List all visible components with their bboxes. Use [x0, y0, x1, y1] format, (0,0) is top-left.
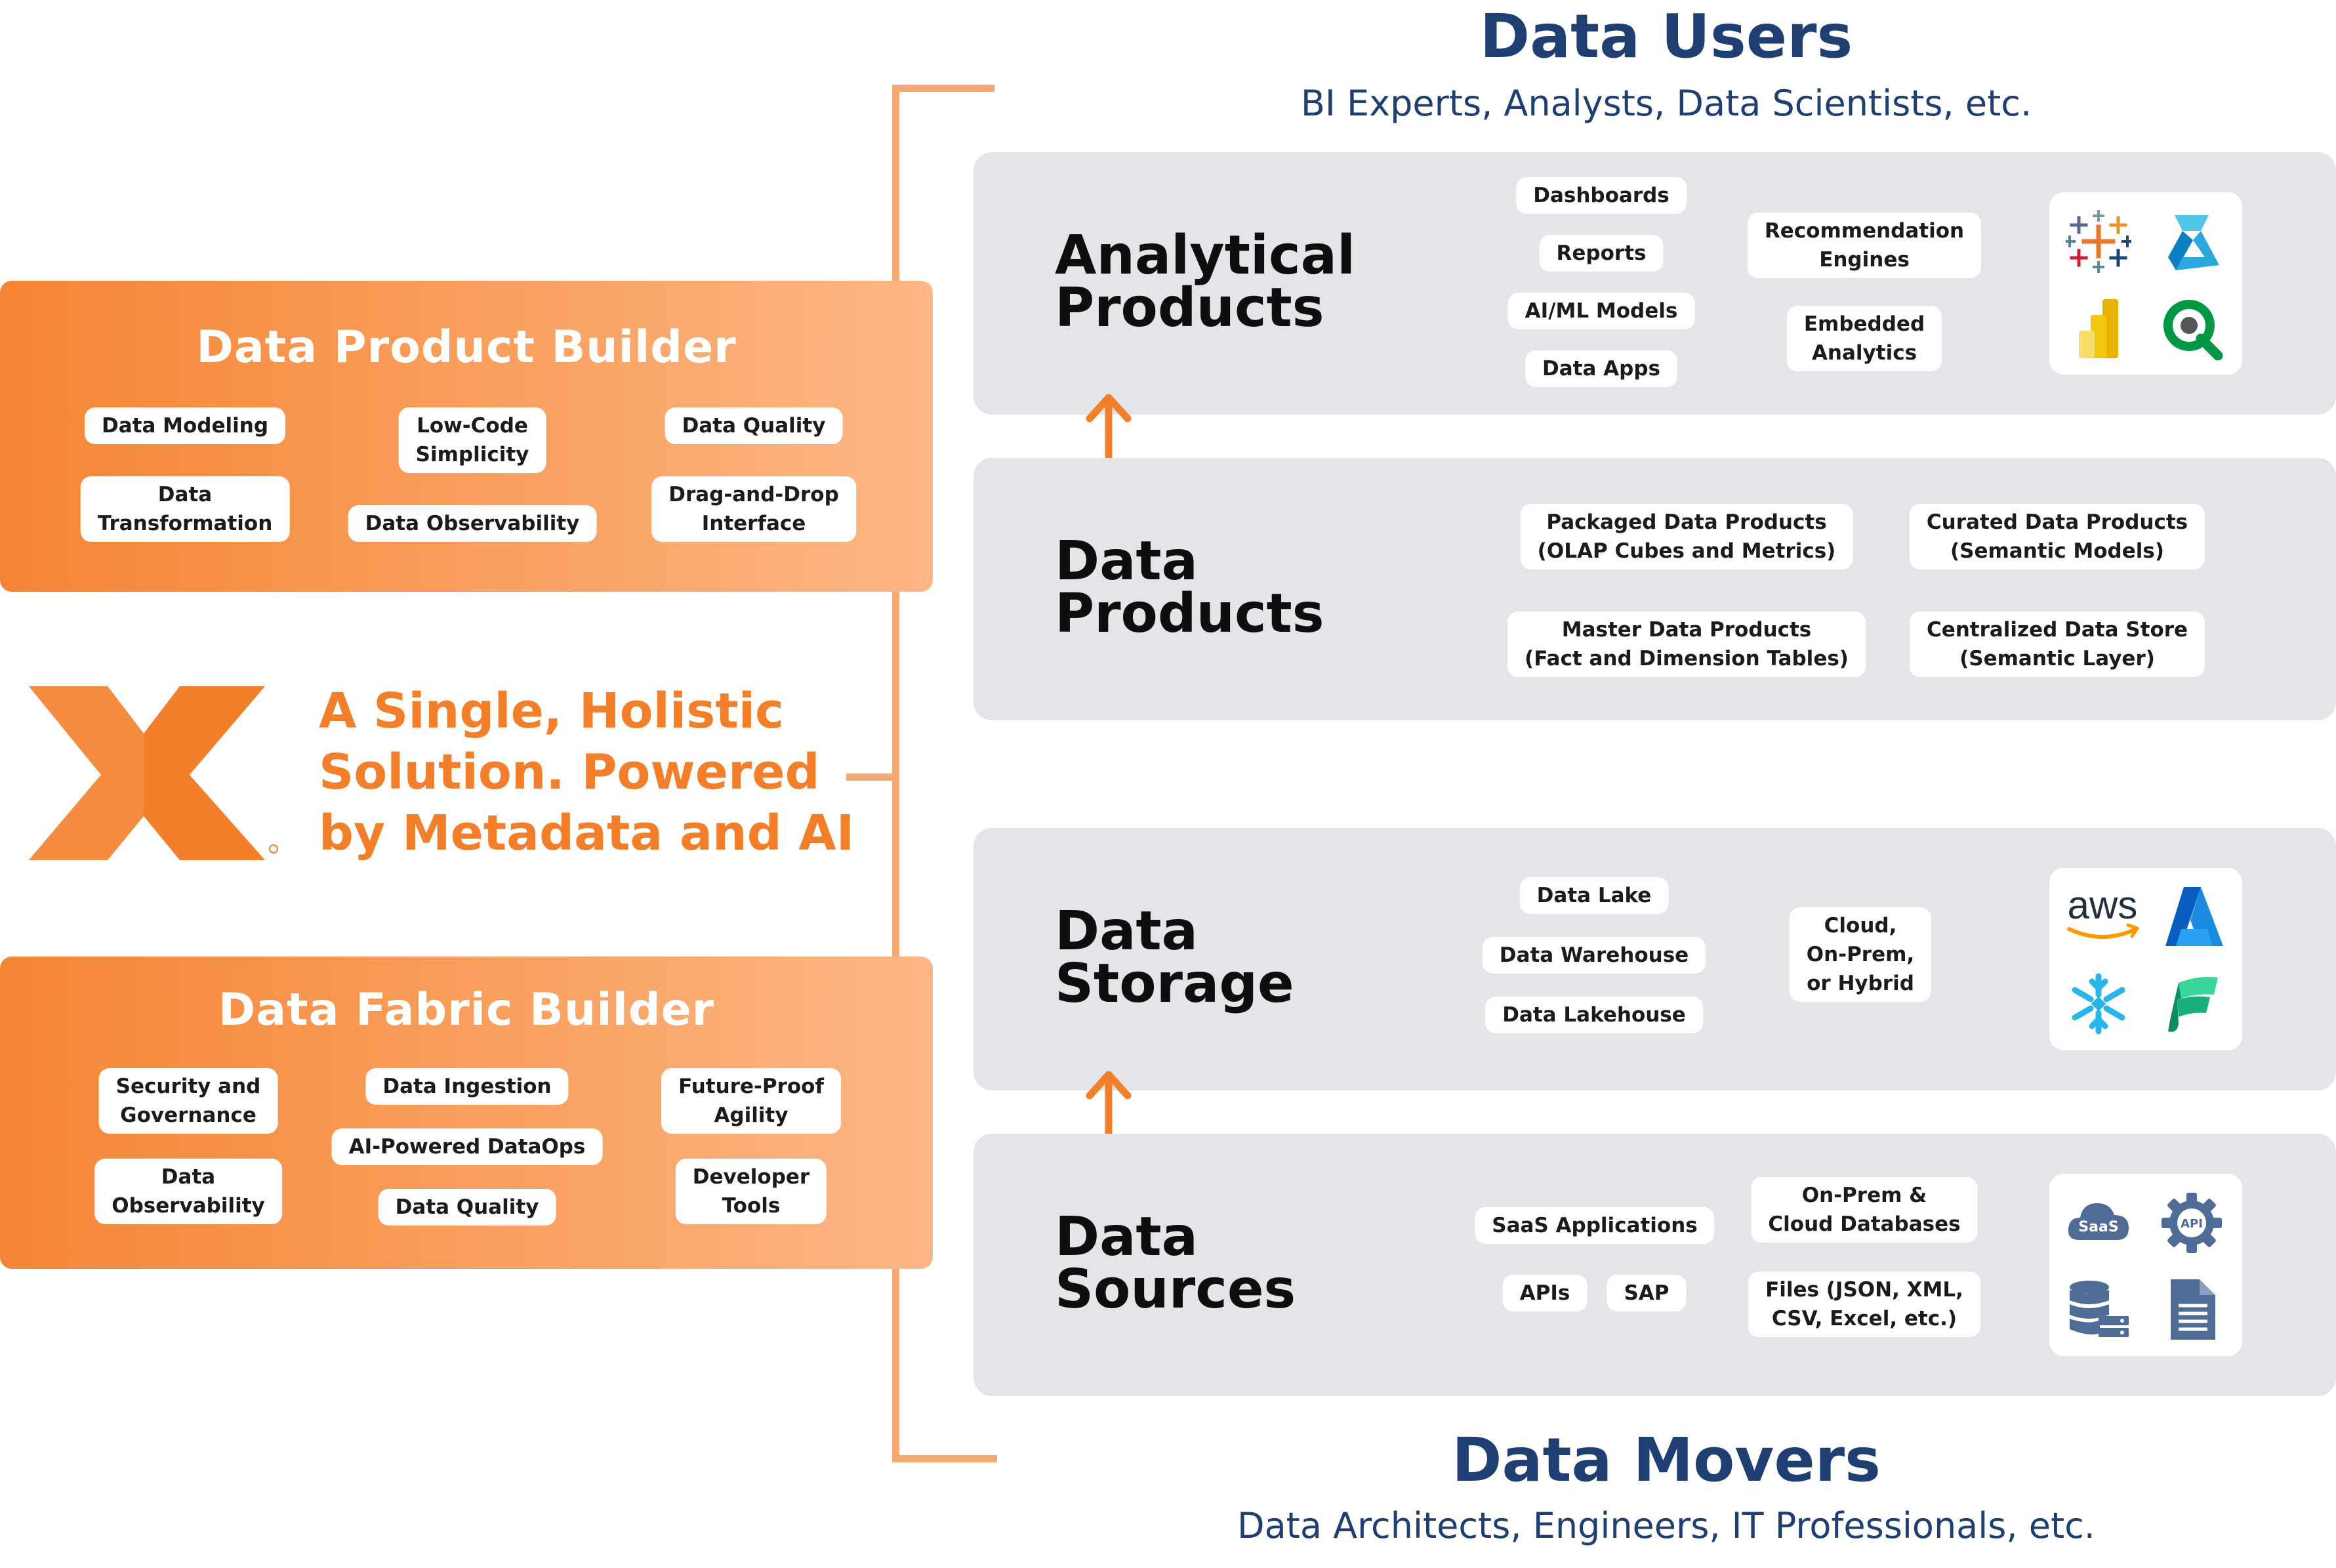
api-gear-icon: API	[2156, 1187, 2228, 1259]
pill-data-warehouse: Data Warehouse	[1482, 937, 1706, 974]
slogan-line-1: A Single, Holistic	[319, 683, 784, 739]
bracket-mid-connector	[846, 774, 897, 781]
pill-sap: SAP	[1607, 1275, 1687, 1311]
pill-curated-data-products: Curated Data Products(Semantic Models)	[1909, 504, 2205, 569]
slogan: A Single, Holistic Solution. Powered by …	[319, 681, 854, 864]
source-type-icons: SaaS API	[2049, 1174, 2242, 1356]
saas-cloud-icon: SaaS	[2062, 1187, 2135, 1259]
pill-on-prem-cloud-databases: On-Prem &Cloud Databases	[1751, 1177, 1978, 1243]
pill-ai-powered-dataops: AI-Powered DataOps	[331, 1128, 603, 1165]
footer: Data Movers Data Architects, Engineers, …	[1010, 1417, 2322, 1568]
pill-dashboards: Dashboards	[1516, 177, 1687, 214]
header-subtitle: BI Experts, Analysts, Data Scientists, e…	[1300, 83, 2032, 124]
pill-master-data-products: Master Data Products(Fact and Dimension …	[1507, 611, 1866, 677]
bracket-bottom	[892, 1455, 997, 1462]
analytics-tools-logos	[2049, 192, 2242, 375]
pill-data-apps: Data Apps	[1525, 350, 1678, 387]
header-title: Data Users	[1479, 1, 1853, 72]
data-product-builder-panel: Data Product Builder Data Modeling Low-C…	[0, 281, 933, 592]
pill-apis: APIs	[1502, 1275, 1588, 1311]
pill-cloud-on-prem-hybrid: Cloud,On-Prem,or Hybrid	[1789, 907, 1932, 1002]
pill-centralized-data-store: Centralized Data Store(Semantic Layer)	[1909, 611, 2205, 677]
snowflake-icon	[2062, 968, 2135, 1040]
document-icon	[2156, 1273, 2228, 1346]
pill-packaged-data-products: Packaged Data Products(OLAP Cubes and Me…	[1520, 504, 1853, 569]
slogan-line-3: by Metadata and AI	[319, 805, 855, 861]
svg-text:aws: aws	[2068, 883, 2138, 927]
storage-platform-logos: aws	[2049, 868, 2242, 1050]
qlik-icon	[2156, 292, 2228, 364]
pill-data-modeling: Data Modeling	[84, 407, 286, 444]
tableau-icon	[2062, 205, 2135, 278]
database-server-icon	[2062, 1273, 2135, 1346]
bracket-top	[892, 85, 994, 92]
data-product-builder-title: Data Product Builder	[196, 321, 737, 373]
pill-data-observability: Data Observability	[348, 505, 597, 542]
pill-files: Files (JSON, XML,CSV, Excel, etc.)	[1748, 1271, 1980, 1337]
pill-saas-applications: SaaS Applications	[1475, 1207, 1715, 1244]
footer-subtitle: Data Architects, Engineers, IT Professio…	[1237, 1505, 2095, 1546]
pill-data-quality: Data Quality	[378, 1189, 556, 1226]
pill-data-quality: Data Quality	[665, 407, 843, 444]
power-bi-icon	[2062, 292, 2135, 364]
azure-ml-icon	[2156, 205, 2228, 278]
header: Data Users BI Experts, Analysts, Data Sc…	[1010, 0, 2322, 131]
pill-data-lake: Data Lake	[1519, 877, 1669, 914]
footer-title: Data Movers	[1452, 1425, 1881, 1495]
svg-text:API: API	[2181, 1217, 2203, 1231]
slogan-line-2: Solution. Powered	[319, 744, 820, 800]
pill-data-ingestion: Data Ingestion	[365, 1068, 569, 1105]
pill-reports: Reports	[1539, 235, 1664, 272]
data-fabric-builder-title: Data Fabric Builder	[218, 984, 715, 1036]
pill-data-lakehouse: Data Lakehouse	[1485, 997, 1703, 1033]
pill-ai-ml-models: AI/ML Models	[1507, 293, 1695, 329]
aws-icon: aws	[2060, 878, 2145, 951]
svg-text:SaaS: SaaS	[2078, 1219, 2118, 1235]
azure-icon	[2158, 880, 2230, 952]
fabric-icon	[2156, 968, 2228, 1040]
x-logo-icon	[29, 686, 278, 860]
